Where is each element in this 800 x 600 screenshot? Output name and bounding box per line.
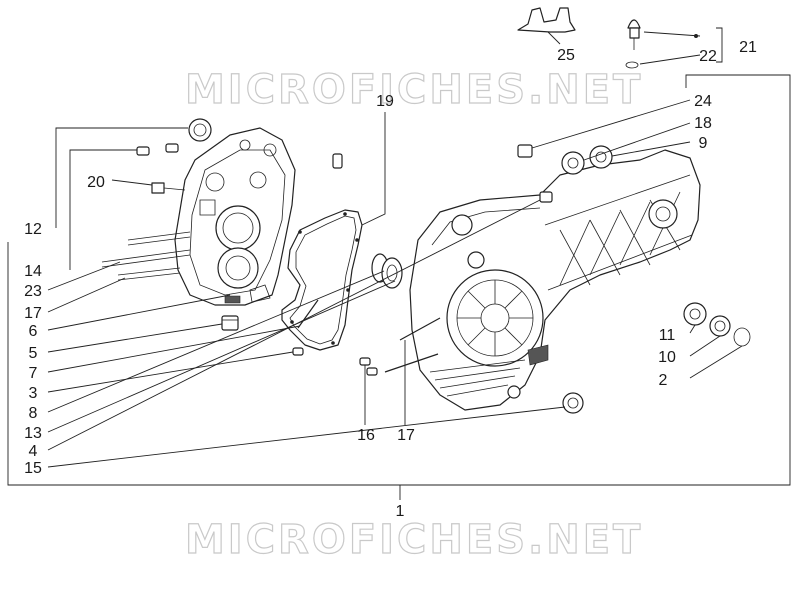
circlip-2: [733, 327, 751, 347]
left-crankcase-half: [174, 127, 296, 306]
dowel-pins-top: [136, 143, 179, 156]
callout-23: 23: [24, 283, 42, 300]
callout-2: 2: [659, 372, 668, 389]
callout-18: 18: [694, 115, 712, 132]
studs: [101, 231, 191, 281]
seal-10: [709, 315, 731, 337]
callout-4: 4: [29, 443, 38, 460]
leader-lines: [47, 27, 743, 468]
callout-21: 21: [739, 39, 757, 56]
right-crankcase-half: [409, 149, 701, 411]
callout-17-left: 17: [24, 305, 42, 322]
callout-20: 20: [87, 174, 105, 191]
plug-5: [221, 315, 239, 331]
stud-7: [297, 299, 319, 329]
dowel-pin-19: [332, 153, 343, 169]
gasket: [281, 209, 363, 351]
dowel-right: [539, 191, 553, 203]
callout-17-right: 17: [397, 427, 415, 444]
callout-14: 14: [24, 263, 42, 280]
pin-16: [359, 357, 371, 366]
seal-12: [188, 118, 212, 142]
bearing-11: [683, 302, 707, 326]
callout-6: 6: [29, 323, 38, 340]
bolt-20: [151, 182, 186, 194]
studs-17-right: [384, 317, 441, 373]
bracket-25: [517, 7, 576, 33]
callout-24: 24: [694, 93, 712, 110]
watermark-top: MICROFICHES.NET: [185, 67, 643, 113]
callout-25: 25: [557, 47, 575, 64]
pin-16b: [366, 367, 378, 376]
callout-labels: 1 2 3 4 5 6 7 8 9 10 11 12 13 14 15 16 1…: [24, 39, 757, 520]
callout-3: 3: [29, 385, 38, 402]
callout-1: 1: [396, 503, 405, 520]
seal-18: [561, 151, 585, 175]
callout-16: 16: [357, 427, 375, 444]
watermark-bottom: MICROFICHES.NET: [185, 517, 643, 563]
callout-11: 11: [659, 327, 676, 344]
dowel-24: [517, 144, 533, 158]
callout-10: 10: [658, 349, 676, 366]
callout-13: 13: [24, 425, 42, 442]
callout-5: 5: [29, 345, 38, 362]
callout-7: 7: [29, 365, 38, 382]
callout-8: 8: [29, 405, 38, 422]
callout-22: 22: [699, 48, 717, 65]
assembly-bracket: [7, 74, 791, 500]
callout-12: 12: [24, 221, 42, 238]
bearing-9: [589, 145, 613, 169]
pin-3: [292, 347, 304, 356]
callout-9: 9: [699, 135, 708, 152]
seal-15: [562, 392, 584, 414]
callout-15: 15: [24, 460, 42, 477]
breather-valve: [625, 19, 698, 69]
callout-19: 19: [376, 93, 394, 110]
